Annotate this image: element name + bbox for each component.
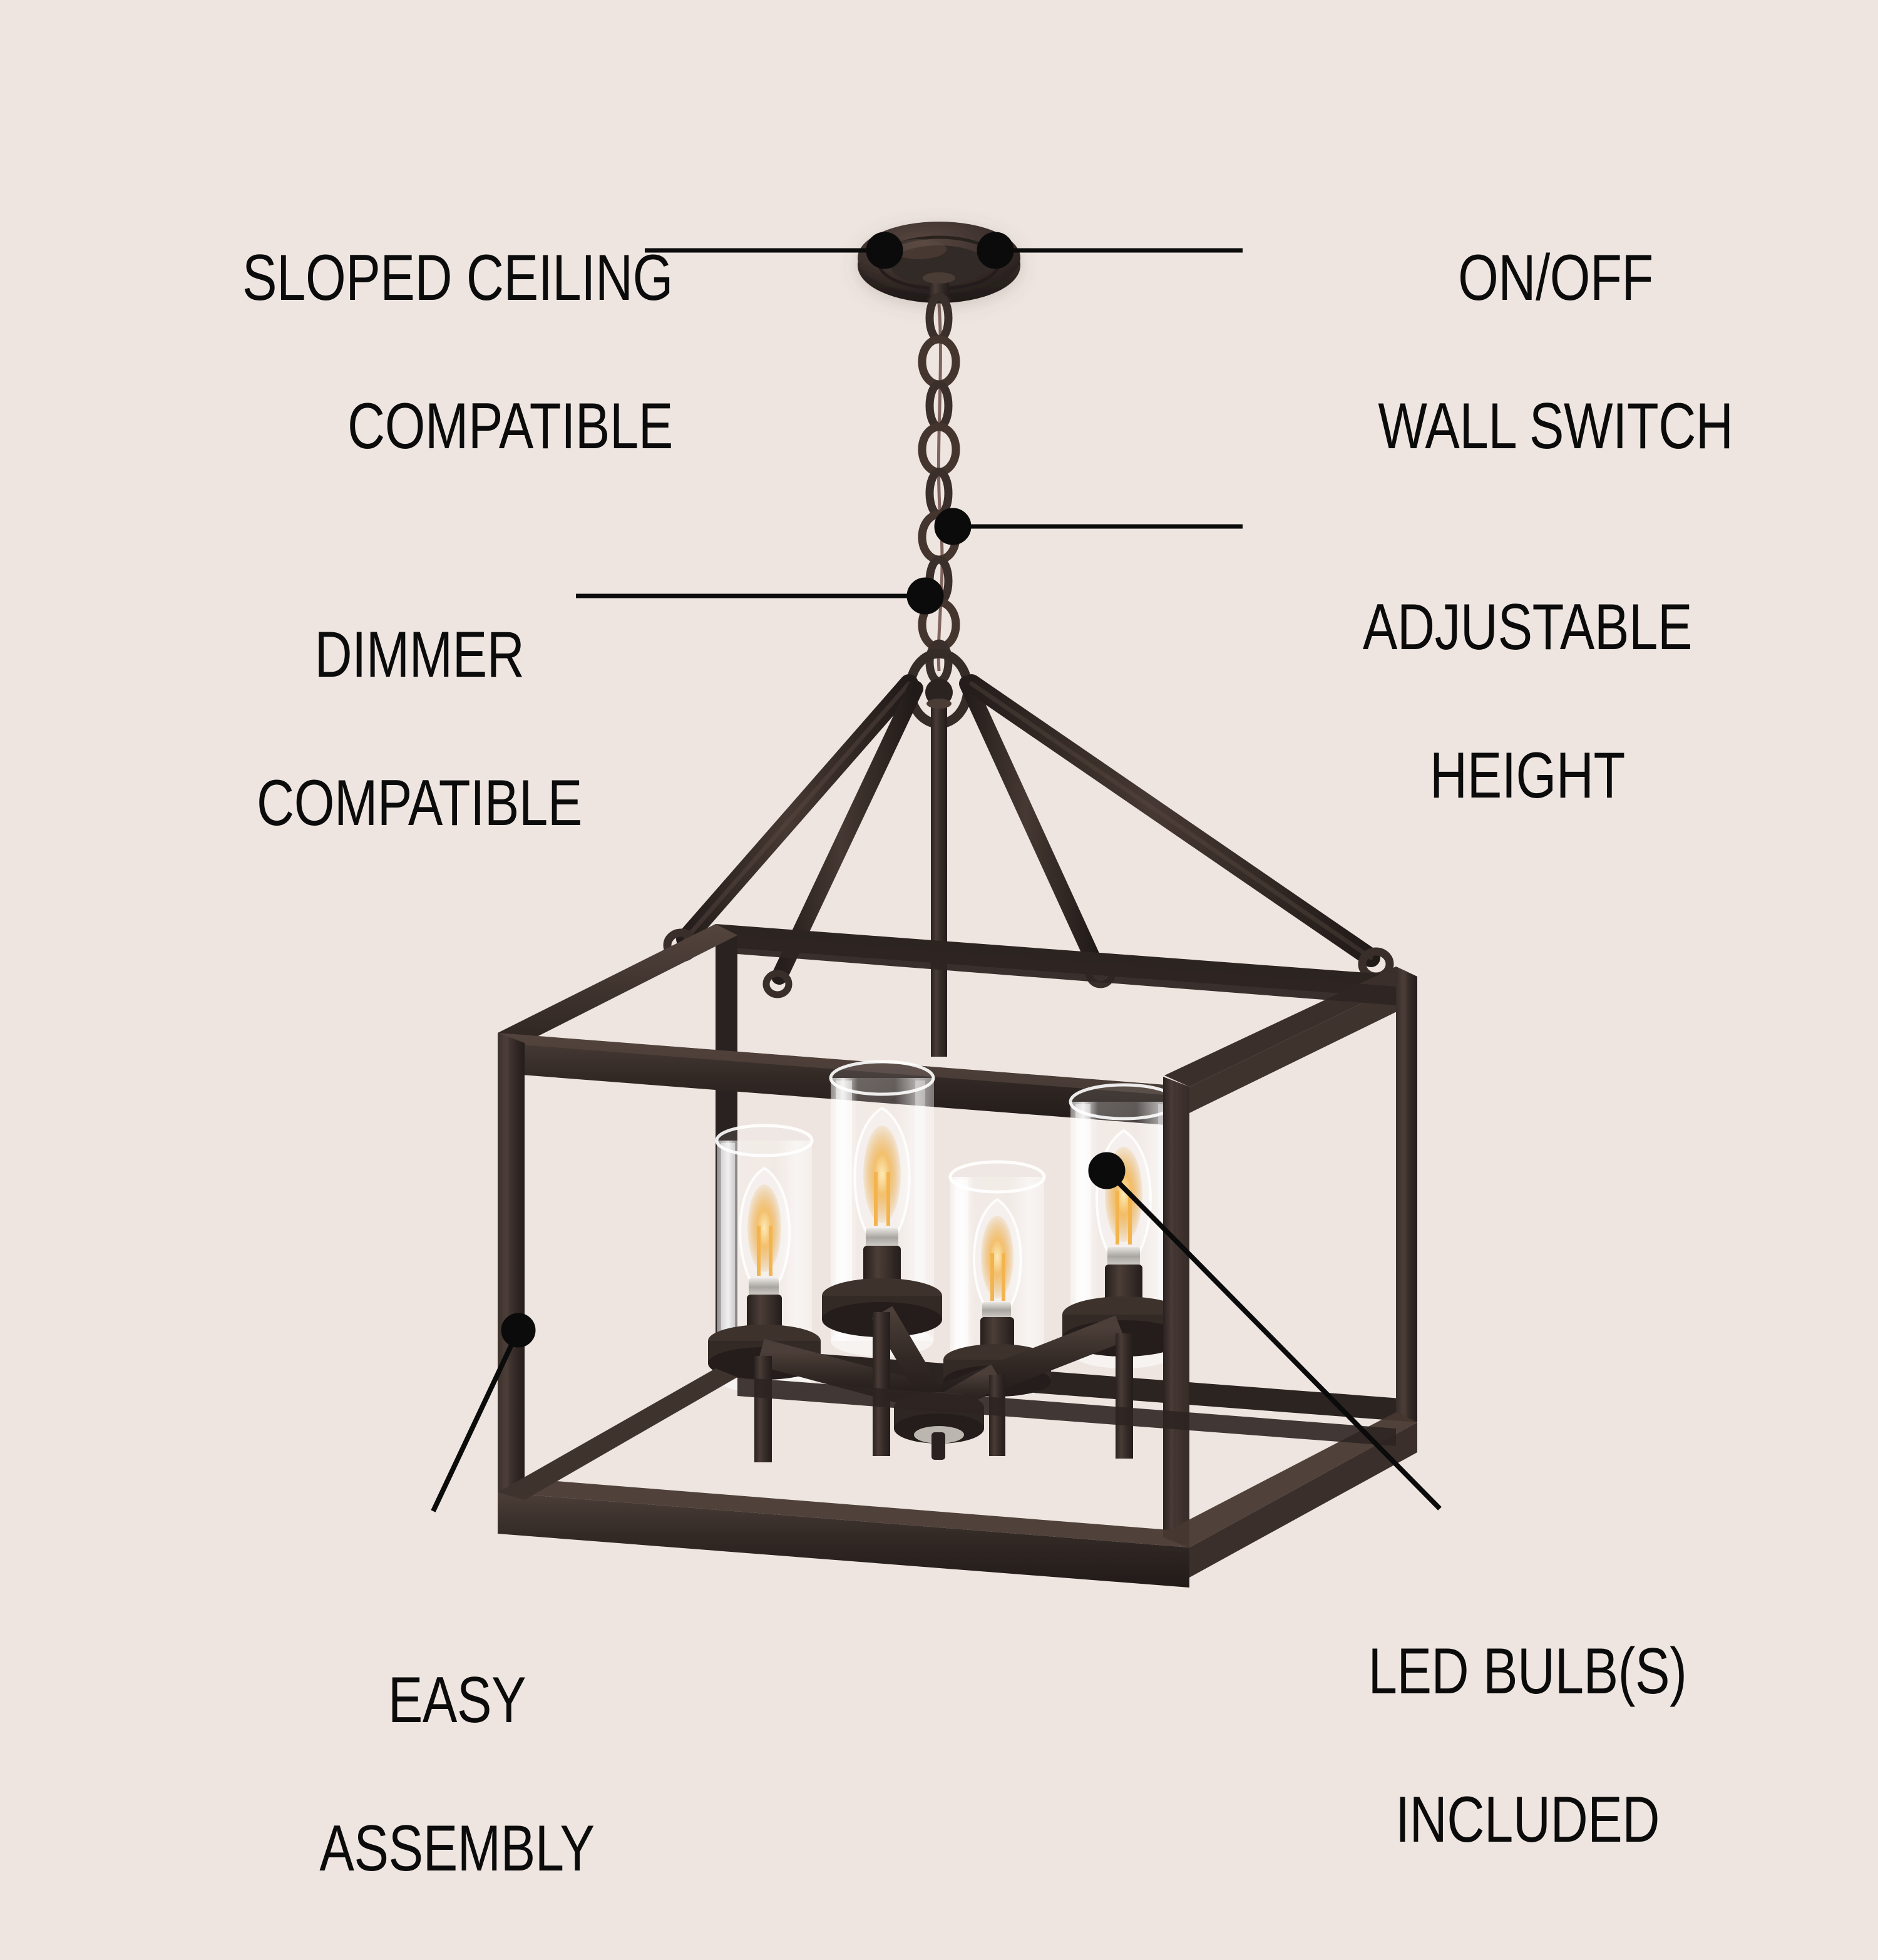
callout-label-easy-assembly-line2: ASSEMBLY	[319, 1812, 595, 1885]
callout-dot-led-bulbs-included	[1088, 1152, 1126, 1189]
callout-dot-sloped-ceiling	[866, 232, 903, 269]
support-arms	[663, 674, 1394, 998]
callout-label-dimmer-compatible-line2: COMPATIBLE	[257, 766, 582, 839]
callout-label-sloped-ceiling-line2: COMPATIBLE	[347, 389, 673, 463]
callout-dot-adjustable-height	[934, 508, 972, 545]
chandelier-product-illustration	[498, 222, 1417, 1588]
callout-dot-easy-assembly	[501, 1313, 536, 1348]
callout-label-sloped-ceiling-line1: SLOPED CEILING	[242, 241, 673, 314]
lantern-cage-front	[498, 967, 1417, 1588]
callout-label-easy-assembly: EASY ASSEMBLY	[207, 1589, 707, 1960]
callout-dot-on-off-wall-switch	[977, 232, 1014, 269]
callout-line-led-bulbs-included	[1105, 1169, 1442, 1511]
callout-label-on-off-wall-switch-line1: ON/OFF	[1458, 241, 1653, 314]
infographic-canvas: SLOPED CEILING COMPATIBLE ON/OFF WALL SW…	[169, 167, 1793, 1885]
callout-label-sloped-ceiling: SLOPED CEILING COMPATIBLE	[172, 167, 673, 538]
callout-label-adjustable-height: ADJUSTABLE HEIGHT	[1302, 516, 1753, 887]
callout-dot-dimmer-compatible	[906, 577, 944, 615]
callout-label-easy-assembly-line1: EASY	[387, 1663, 526, 1737]
callout-label-adjustable-height-line1: ADJUSTABLE	[1362, 590, 1693, 664]
support-hub	[905, 649, 973, 1057]
callout-label-led-bulbs-included-line2: INCLUDED	[1395, 1783, 1660, 1856]
callout-label-led-bulbs-included-line1: LED BULB(S)	[1368, 1634, 1687, 1708]
callout-overlay	[431, 232, 1442, 1512]
callout-label-dimmer-compatible: DIMMER COMPATIBLE	[169, 543, 670, 915]
lantern-cage-inner-rails	[737, 935, 1396, 1005]
candelabra-bulb-center-right	[972, 1198, 1022, 1358]
callout-line-easy-assembly	[431, 1329, 521, 1512]
callout-label-led-bulbs-included: LED BULB(S) INCLUDED	[1277, 1560, 1778, 1931]
callout-label-on-off-wall-switch-line2: WALL SWITCH	[1378, 389, 1733, 463]
callout-label-dimmer-compatible-line1: DIMMER	[314, 618, 525, 691]
light-cluster	[708, 1060, 1185, 1462]
callout-label-on-off-wall-switch: ON/OFF WALL SWITCH	[1318, 167, 1793, 538]
callout-label-adjustable-height-line2: HEIGHT	[1430, 739, 1625, 812]
